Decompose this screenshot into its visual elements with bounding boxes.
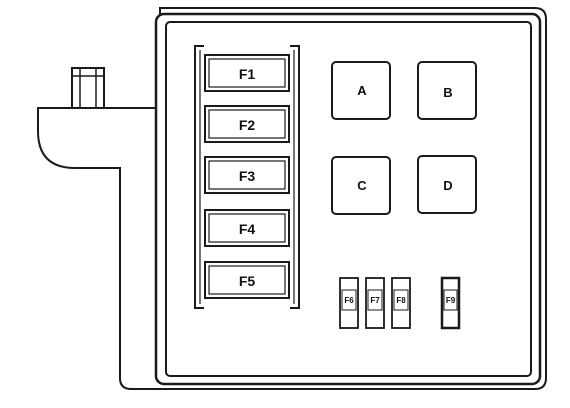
relay-a: A bbox=[331, 61, 391, 120]
fuse-label-f7: F7 bbox=[370, 296, 380, 305]
relay-label-c: C bbox=[357, 178, 367, 193]
maxi-fuse-f5: F5 bbox=[204, 261, 290, 299]
panel-inner-frame bbox=[165, 21, 532, 377]
maxi-fuse-f2: F2 bbox=[204, 105, 290, 143]
fuse-label-f1: F1 bbox=[239, 66, 256, 82]
mini-fuse-f7: F7 bbox=[365, 277, 385, 329]
connector-post bbox=[71, 67, 105, 109]
mini-fuse-f6: F6 bbox=[339, 277, 359, 329]
maxi-fuse-f3: F3 bbox=[204, 156, 290, 194]
fuse-label-f4: F4 bbox=[239, 221, 256, 237]
fuse-label-f9: F9 bbox=[446, 296, 456, 305]
relay-label-a: A bbox=[357, 83, 367, 98]
relay-c: C bbox=[331, 156, 391, 215]
fuse-label-f2: F2 bbox=[239, 117, 256, 133]
maxi-fuse-f1: F1 bbox=[204, 54, 290, 92]
fuse-label-f6: F6 bbox=[344, 296, 354, 305]
relay-b: B bbox=[417, 61, 477, 120]
fuse-label-f8: F8 bbox=[396, 296, 406, 305]
relay-label-d: D bbox=[443, 178, 452, 193]
mini-fuse-f9: F9 bbox=[440, 276, 461, 330]
maxi-fuse-f4: F4 bbox=[204, 209, 290, 247]
relay-label-b: B bbox=[443, 85, 452, 100]
fuse-label-f3: F3 bbox=[239, 168, 256, 184]
relay-d: D bbox=[417, 155, 477, 214]
fuse-label-f5: F5 bbox=[239, 273, 256, 289]
fuse-holder-rails bbox=[194, 45, 300, 309]
mini-fuse-f8: F8 bbox=[391, 277, 411, 329]
